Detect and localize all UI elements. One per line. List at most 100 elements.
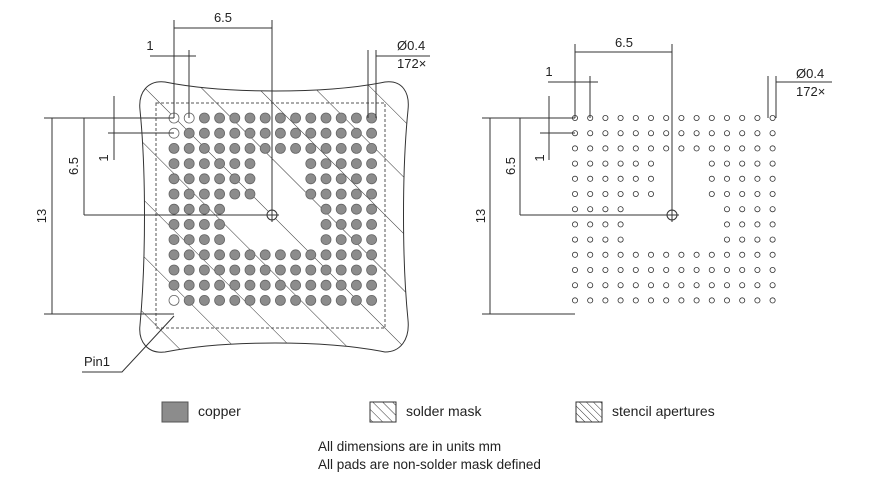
pad: [739, 160, 746, 167]
pad: [708, 145, 715, 152]
pad: [366, 203, 378, 215]
pad: [724, 160, 731, 167]
pad: [229, 249, 241, 261]
pad: [244, 264, 256, 276]
pad: [320, 188, 332, 200]
pad: [198, 264, 210, 276]
pad: [678, 297, 685, 304]
pad: [708, 160, 715, 167]
pad: [305, 158, 317, 170]
legend-copper-label: copper: [198, 403, 241, 419]
pad: [617, 160, 624, 167]
pad: [350, 188, 362, 200]
pad: [617, 266, 624, 273]
pad: [739, 115, 746, 122]
pad: [229, 264, 241, 276]
pad: [632, 145, 639, 152]
pad: [678, 145, 685, 152]
pad: [320, 112, 332, 124]
pad-diameter-label: Ø0.4: [796, 66, 824, 81]
pad: [754, 251, 761, 258]
pad: [198, 127, 210, 139]
pad: [350, 234, 362, 246]
pad: [244, 249, 256, 261]
pad: [739, 297, 746, 304]
pad: [587, 236, 594, 243]
center-marker: [665, 208, 679, 222]
pad: [244, 188, 256, 200]
pad: [350, 279, 362, 291]
pad: [648, 175, 655, 182]
pad: [754, 115, 761, 122]
pad: [320, 218, 332, 230]
pad: [350, 249, 362, 261]
pad: [632, 297, 639, 304]
center-marker: [265, 208, 279, 222]
pad: [214, 218, 226, 230]
note-pads: All pads are non-solder mask defined: [318, 456, 541, 474]
pad: [350, 158, 362, 170]
pad: [198, 112, 210, 124]
pad: [708, 115, 715, 122]
pad: [214, 142, 226, 154]
pad: [769, 236, 776, 243]
pad: [724, 251, 731, 258]
pad: [335, 112, 347, 124]
pad: [602, 190, 609, 197]
pad: [214, 188, 226, 200]
row-pitch-label: 1: [532, 154, 547, 161]
pin1-label: Pin1: [84, 354, 110, 369]
pad-diameter-label: Ø0.4: [397, 38, 425, 53]
pad: [724, 145, 731, 152]
pad: [617, 190, 624, 197]
pad: [366, 173, 378, 185]
pad: [335, 188, 347, 200]
pad: [335, 264, 347, 276]
pad: [769, 160, 776, 167]
pitch-dimension-label: 6.5: [615, 35, 633, 50]
pad: [572, 221, 579, 228]
pad: [572, 175, 579, 182]
pad: [587, 145, 594, 152]
pad: [724, 266, 731, 273]
pad: [739, 175, 746, 182]
pad: [366, 279, 378, 291]
pad: [305, 188, 317, 200]
pad: [587, 175, 594, 182]
pad: [678, 251, 685, 258]
pad: [602, 115, 609, 122]
pad: [617, 115, 624, 122]
height-label: 13: [473, 209, 488, 223]
pad: [183, 249, 195, 261]
pad-pitch-label: 1: [146, 38, 153, 53]
pad: [350, 264, 362, 276]
pad: [572, 251, 579, 258]
pad: [350, 218, 362, 230]
pad: [632, 251, 639, 258]
pad: [183, 173, 195, 185]
pad: [617, 236, 624, 243]
pad: [632, 190, 639, 197]
pad: [259, 112, 271, 124]
pad: [587, 282, 594, 289]
pad: [350, 203, 362, 215]
pad: [229, 188, 241, 200]
legend-stencil-label: stencil apertures: [612, 403, 715, 419]
copper-pad-array: [168, 112, 378, 306]
pad: [366, 234, 378, 246]
pad: [350, 127, 362, 139]
pad: [602, 206, 609, 213]
pad: [587, 251, 594, 258]
pad: [632, 160, 639, 167]
pad: [320, 234, 332, 246]
half-height-label: 6.5: [66, 157, 81, 175]
pad: [678, 282, 685, 289]
land-pattern-view: 6.5 1 Ø0.4 172× 13 6.5 1 Pin1: [34, 10, 430, 373]
pad: [769, 266, 776, 273]
pad: [229, 112, 241, 124]
pad: [754, 221, 761, 228]
pad: [754, 145, 761, 152]
pad: [602, 297, 609, 304]
pad: [168, 234, 180, 246]
